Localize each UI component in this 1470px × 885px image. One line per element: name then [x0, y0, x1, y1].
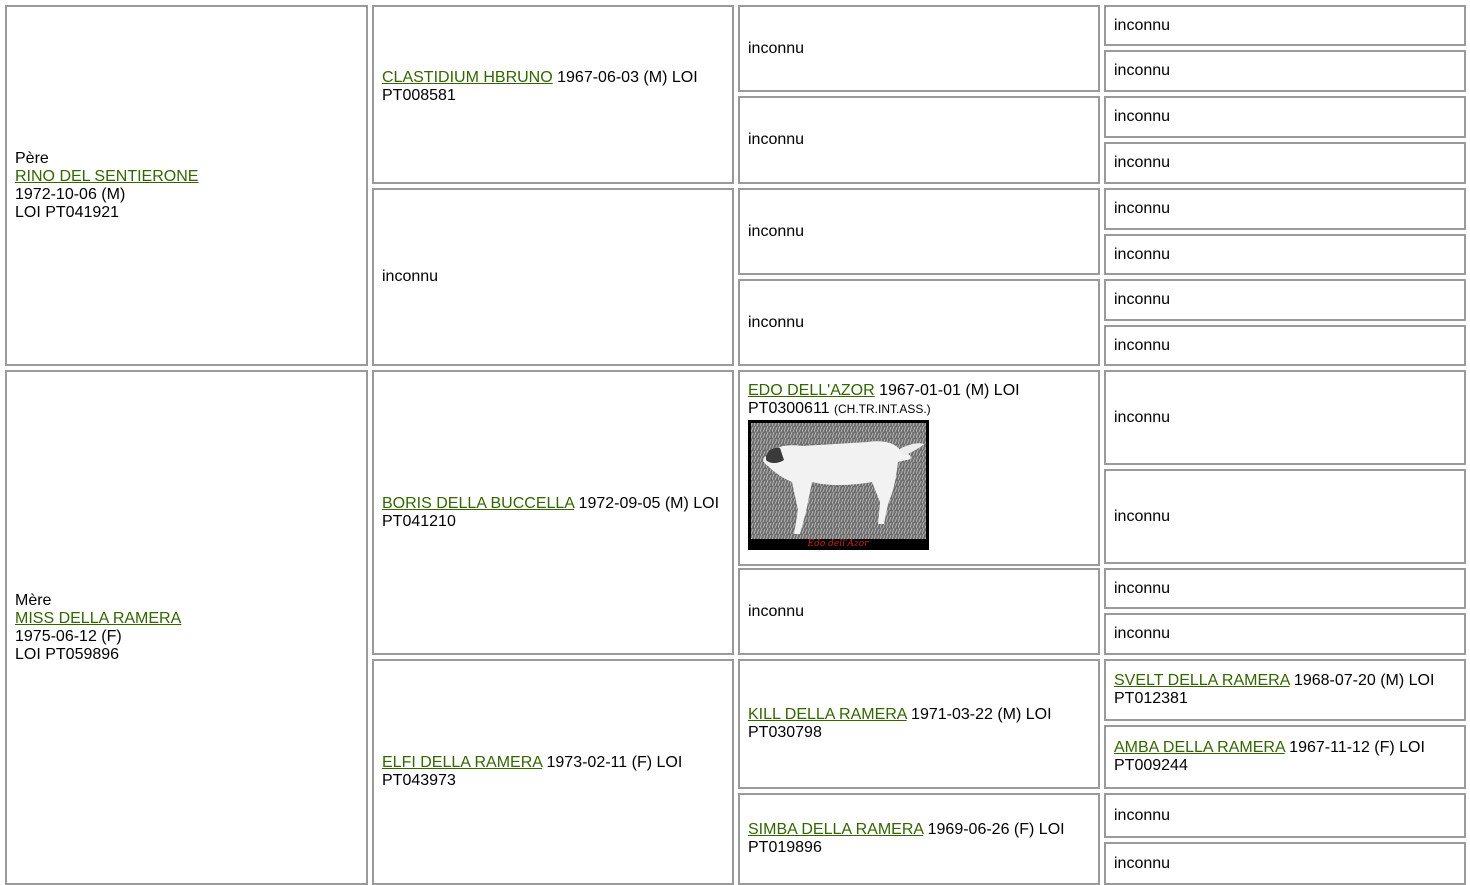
- ggparent-cell-6: inconnu: [738, 568, 1100, 655]
- unknown-text: inconnu: [382, 268, 439, 285]
- sire-role-label: Père: [15, 149, 49, 167]
- ggparent-cell-2: inconnu: [738, 96, 1100, 184]
- edo-dell-azor-info: 1967-01-01 (M) LOI PT0300611: [748, 382, 1020, 417]
- maternal-grandsire-cell: BORIS DELLA BUCCELLA 1972-09-05 (M) LOI …: [372, 370, 734, 655]
- unknown-text: inconnu: [1114, 154, 1171, 171]
- sire-registration: LOI PT041921: [15, 203, 120, 221]
- sire-cell: Père RINO DEL SENTIERONE 1972-10-06 (M) …: [5, 5, 368, 366]
- kill-della-ramera-info: 1971-03-22 (M) LOI PT030798: [748, 706, 1052, 741]
- maternal-granddam-info: 1973-02-11 (F) LOI PT043973: [382, 754, 683, 789]
- ggparent-cell-3: inconnu: [738, 188, 1100, 275]
- unknown-text: inconnu: [748, 222, 805, 240]
- maternal-grandsire-link[interactable]: BORIS DELLA BUCCELLA: [382, 494, 575, 512]
- unknown-text: inconnu: [748, 313, 805, 331]
- svelt-della-ramera-link[interactable]: SVELT DELLA RAMERA: [1114, 672, 1290, 689]
- maternal-granddam-link[interactable]: ELFI DELLA RAMERA: [382, 754, 543, 771]
- edo-dell-azor-title: (CH.TR.INT.ASS.): [834, 402, 931, 416]
- dam-cell: Mère MISS DELLA RAMERA 1975-06-12 (F) LO…: [5, 370, 368, 885]
- maternal-grandsire-info: 1972-09-05 (M) LOI PT041210: [382, 494, 720, 530]
- photo-caption: Edo dell'Azor: [807, 539, 870, 549]
- maternal-granddam-cell: ELFI DELLA RAMERA 1973-02-11 (F) LOI PT0…: [372, 659, 734, 885]
- gen4-cell-1: inconnu: [1104, 5, 1466, 46]
- gen4-cell-7: inconnu: [1104, 279, 1466, 321]
- svelt-della-ramera-info: 1968-07-20 (M) LOI PT012381: [1114, 672, 1435, 707]
- dam-birth: 1975-06-12 (F): [15, 627, 122, 645]
- unknown-text: inconnu: [1114, 579, 1171, 597]
- unknown-text: inconnu: [1114, 108, 1171, 125]
- sire-name-link[interactable]: RINO DEL SENTIERONE: [15, 167, 199, 185]
- ggparent-cell-1: inconnu: [738, 5, 1100, 92]
- unknown-text: inconnu: [1114, 291, 1171, 308]
- unknown-text: inconnu: [1114, 507, 1171, 525]
- paternal-grandsire-link[interactable]: CLASTIDIUM HBRUNO: [382, 68, 553, 86]
- amba-della-ramera-info: 1967-11-12 (F) LOI PT009244: [1114, 739, 1425, 774]
- simba-della-ramera-info: 1969-06-26 (F) LOI PT019896: [748, 821, 1065, 856]
- unknown-text: inconnu: [1114, 336, 1171, 354]
- dam-role-label: Mère: [15, 591, 52, 609]
- paternal-granddam-cell: inconnu: [372, 188, 734, 366]
- gen4-cell-12: inconnu: [1104, 613, 1466, 655]
- gen4-cell-2: inconnu: [1104, 50, 1466, 92]
- gen4-cell-9: inconnu: [1104, 370, 1466, 465]
- unknown-text: inconnu: [1114, 854, 1171, 872]
- gen4-cell-14: AMBA DELLA RAMERA 1967-11-12 (F) LOI PT0…: [1104, 725, 1466, 789]
- dam-registration: LOI PT059896: [15, 645, 120, 663]
- unknown-text: inconnu: [1114, 16, 1171, 34]
- gen4-cell-8: inconnu: [1104, 325, 1466, 366]
- unknown-text: inconnu: [1114, 245, 1171, 263]
- gen4-cell-6: inconnu: [1104, 234, 1466, 275]
- paternal-grandsire-cell: CLASTIDIUM HBRUNO 1967-06-03 (M) LOI PT0…: [372, 5, 734, 184]
- unknown-text: inconnu: [1114, 806, 1171, 824]
- gen4-cell-5: inconnu: [1104, 188, 1466, 230]
- simba-della-ramera-link[interactable]: SIMBA DELLA RAMERA: [748, 821, 924, 838]
- gen4-cell-11: inconnu: [1104, 568, 1466, 609]
- gen4-cell-3: inconnu: [1104, 96, 1466, 138]
- paternal-grandsire-info: 1967-06-03 (M) LOI PT008581: [382, 68, 698, 104]
- unknown-text: inconnu: [748, 602, 805, 620]
- unknown-text: inconnu: [1114, 625, 1171, 642]
- unknown-text: inconnu: [748, 39, 805, 57]
- unknown-text: inconnu: [748, 131, 805, 148]
- gen4-cell-4: inconnu: [1104, 142, 1466, 184]
- edo-dell-azor-link[interactable]: EDO DELL'AZOR: [748, 382, 875, 399]
- ggparent-cell-5: EDO DELL'AZOR 1967-01-01 (M) LOI PT03006…: [738, 370, 1100, 566]
- gen4-cell-13: SVELT DELLA RAMERA 1968-07-20 (M) LOI PT…: [1104, 659, 1466, 721]
- dam-name-link[interactable]: MISS DELLA RAMERA: [15, 609, 182, 627]
- kill-della-ramera-link[interactable]: KILL DELLA RAMERA: [748, 706, 907, 723]
- ggparent-cell-4: inconnu: [738, 279, 1100, 366]
- unknown-text: inconnu: [1114, 408, 1171, 426]
- unknown-text: inconnu: [1114, 200, 1171, 217]
- sire-birth: 1972-10-06 (M): [15, 185, 126, 203]
- gen4-cell-10: inconnu: [1104, 469, 1466, 564]
- gen4-cell-15: inconnu: [1104, 793, 1466, 838]
- amba-della-ramera-link[interactable]: AMBA DELLA RAMERA: [1114, 739, 1285, 756]
- ggparent-cell-8: SIMBA DELLA RAMERA 1969-06-26 (F) LOI PT…: [738, 793, 1100, 885]
- ggparent-cell-7: KILL DELLA RAMERA 1971-03-22 (M) LOI PT0…: [738, 659, 1100, 789]
- unknown-text: inconnu: [1114, 62, 1171, 79]
- dog-photo[interactable]: Edo dell'Azor: [748, 420, 929, 550]
